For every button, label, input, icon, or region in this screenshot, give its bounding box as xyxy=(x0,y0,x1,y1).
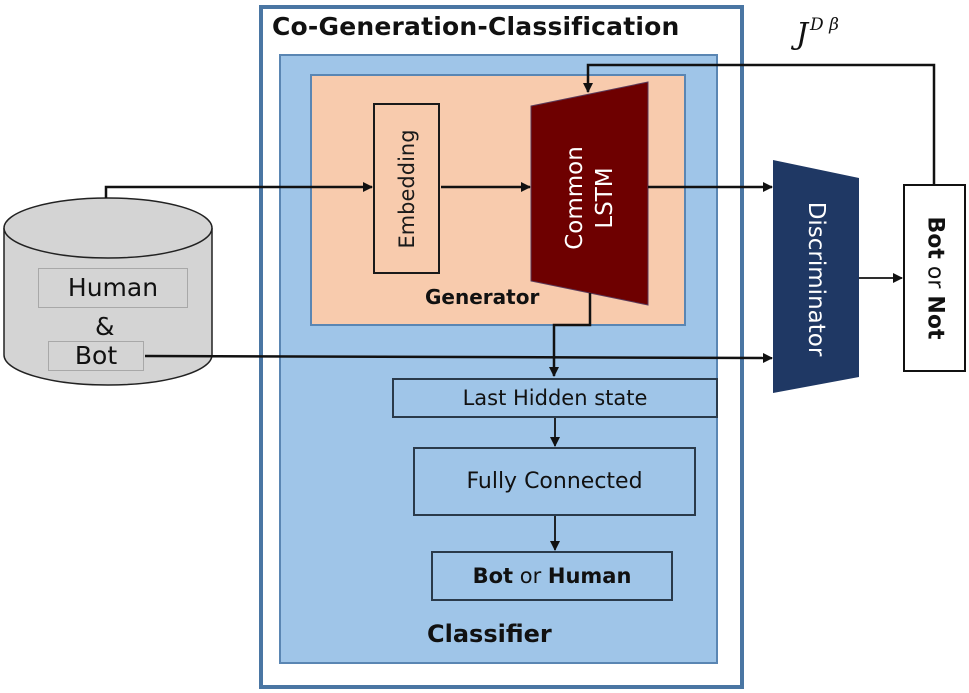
bot-or-not-label: Bot or Not xyxy=(922,217,947,340)
feedback-loss-base: J xyxy=(796,17,809,52)
output-human: Human xyxy=(547,564,632,588)
database-human-label: Human xyxy=(38,268,188,308)
output-or: or xyxy=(513,564,548,588)
last-hidden-state-block: Last Hidden state xyxy=(392,378,718,418)
discriminator-label: Discriminator xyxy=(803,201,829,357)
database-bot-label: Bot xyxy=(48,341,144,371)
arrow-database-to-embedding xyxy=(104,182,373,198)
discriminator-block xyxy=(773,160,859,393)
database-ampersand: & xyxy=(95,312,115,341)
arrow-bot-to-discriminator xyxy=(144,352,773,363)
bon-bot: Bot xyxy=(922,216,947,259)
fully-connected-block: Fully Connected xyxy=(413,447,696,516)
discriminator-label-wrap: Discriminator xyxy=(772,165,860,393)
bon-or: or xyxy=(922,258,947,296)
arrow-feedback-to-lstm xyxy=(583,63,936,184)
generator-label: Generator xyxy=(425,285,540,309)
lstm-label-line1: Common xyxy=(562,145,588,250)
common-lstm-block xyxy=(530,81,649,306)
classifier-label: Classifier xyxy=(427,620,552,648)
common-lstm-label: Common LSTM xyxy=(530,95,650,300)
output-bot: Bot xyxy=(472,564,514,588)
embedding-block: Embedding xyxy=(373,103,440,274)
bot-or-human-output: Bot or Human xyxy=(431,551,673,601)
arrow-lstm-to-last-hidden xyxy=(549,293,592,377)
bon-not: Not xyxy=(922,295,947,340)
bot-or-not-output: Bot or Not xyxy=(903,184,966,372)
outer-title: Co-Generation-Classification xyxy=(272,12,680,41)
feedback-loss-superscript: D β xyxy=(810,15,839,35)
database-cylinder xyxy=(3,197,213,386)
embedding-label: Embedding xyxy=(394,128,419,249)
lstm-label-line2: LSTM xyxy=(592,166,618,229)
